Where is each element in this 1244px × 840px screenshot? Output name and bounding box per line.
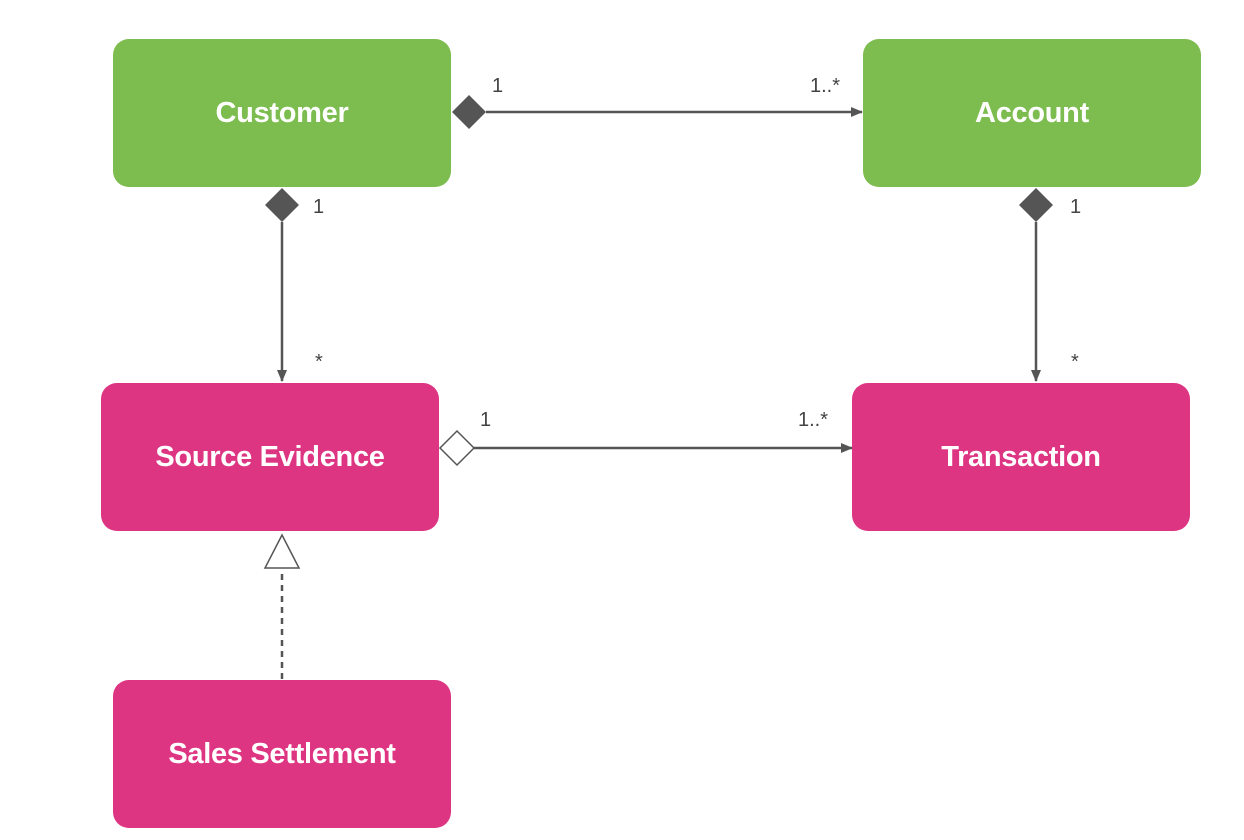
- class-source-evidence[interactable]: Source Evidence: [101, 383, 439, 531]
- multiplicity-customer-source-evidence-source: 1: [313, 196, 325, 218]
- class-customer-label: Customer: [215, 96, 349, 129]
- edge-sales-settlement-source-evidence: [263, 533, 301, 679]
- multiplicity-customer-source-evidence-target: *: [315, 351, 323, 373]
- edge-customer-account: [452, 95, 863, 129]
- multiplicity-customer-account-source: 1: [492, 75, 504, 97]
- aggregation-diamond-icon: [438, 429, 476, 467]
- composition-diamond-icon: [1019, 188, 1053, 222]
- class-transaction-label: Transaction: [941, 440, 1101, 473]
- edge-customer-source-evidence: [265, 188, 299, 382]
- composition-diamond-icon: [265, 188, 299, 222]
- class-account-label: Account: [975, 96, 1089, 129]
- multiplicity-customer-account-target: 1..*: [810, 75, 841, 97]
- class-account[interactable]: Account: [863, 39, 1201, 187]
- multiplicity-source-evidence-transaction-source: 1: [480, 409, 492, 431]
- composition-diamond-icon: [452, 95, 486, 129]
- realization-triangle-icon: [263, 533, 301, 569]
- multiplicity-account-transaction-target: *: [1071, 351, 1079, 373]
- class-sales-settlement[interactable]: Sales Settlement: [113, 680, 451, 828]
- class-source-evidence-label: Source Evidence: [155, 440, 385, 473]
- edge-source-evidence-transaction: [438, 429, 853, 467]
- multiplicity-account-transaction-source: 1: [1070, 196, 1082, 218]
- edge-account-transaction: [1019, 188, 1053, 382]
- class-transaction[interactable]: Transaction: [852, 383, 1190, 531]
- class-customer[interactable]: Customer: [113, 39, 451, 187]
- class-sales-settlement-label: Sales Settlement: [168, 737, 396, 770]
- multiplicity-source-evidence-transaction-target: 1..*: [798, 409, 829, 431]
